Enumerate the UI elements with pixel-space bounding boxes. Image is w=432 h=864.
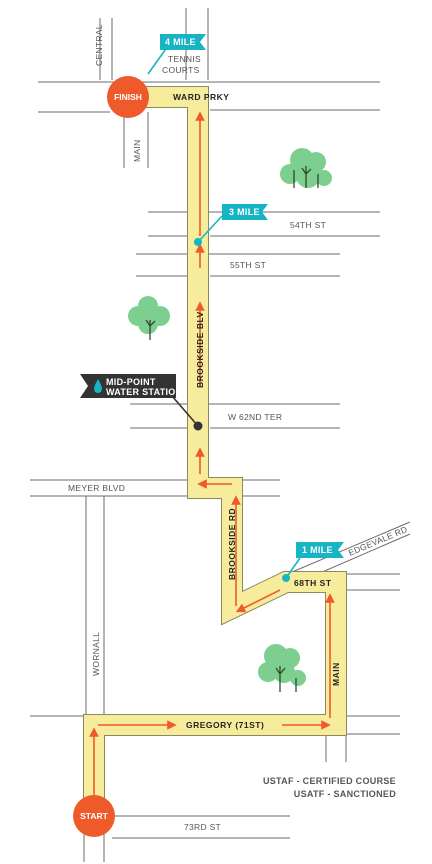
street-label-brookside-rd: BROOKSIDE RD	[227, 508, 237, 580]
street-label-wornall: WORNALL	[91, 632, 101, 676]
mile-marker-4: 4 MILE	[147, 34, 206, 75]
street-label-main-north: MAIN	[132, 140, 142, 162]
certification-line-2: USATF - SANCTIONED	[294, 789, 396, 799]
mile-1-label: 1 MILE	[302, 545, 333, 555]
finish-label: FINISH	[114, 92, 142, 102]
street-label-main-south: MAIN	[331, 662, 341, 686]
flag-icon	[296, 542, 344, 558]
tree-icon	[258, 644, 306, 692]
tree-icon	[280, 148, 332, 188]
start-marker: START	[73, 795, 115, 837]
tennis-courts-line: COURTS	[162, 65, 200, 75]
flag-icon	[160, 34, 206, 50]
street-label-ward-prky: WARD PRKY	[173, 92, 229, 102]
tennis-courts-line: TENNIS	[168, 54, 201, 64]
mile-marker-3: 3 MILE	[194, 204, 268, 246]
street-label-central: CENTRAL	[94, 24, 104, 66]
street-label-meyer-blvd: MEYER BLVD	[68, 483, 125, 493]
street-label-68th: 68TH ST	[294, 578, 332, 588]
water-station-line2: WATER STATION	[106, 387, 182, 397]
mile-3-label: 3 MILE	[229, 207, 260, 217]
street-label-edgevale-rd: EDGEVALE RD	[347, 524, 409, 558]
route-arrow	[235, 589, 281, 613]
street-label-brookside-blv: BROOKSIDE BLV	[195, 311, 205, 388]
certification-note: USTAF - CERTIFIED COURSE USATF - SANCTIO…	[263, 776, 396, 799]
water-drop-icon	[94, 379, 102, 393]
street-label-gregory: GREGORY (71ST)	[186, 720, 264, 730]
route-band	[83, 86, 347, 816]
water-station-marker: MID-POINT WATER STATION	[80, 374, 203, 431]
finish-marker: FINISH	[107, 76, 149, 118]
street-label-54th: 54TH ST	[290, 220, 326, 230]
flag-icon	[222, 204, 268, 220]
route-arrows	[89, 111, 335, 812]
mile-4-label: 4 MILE	[165, 37, 196, 47]
street-label-73rd: 73RD ST	[184, 822, 221, 832]
street-label-tennis-courts: TENNIS COURTS	[162, 54, 204, 75]
water-station-label: MID-POINT WATER STATION	[106, 377, 182, 397]
water-station-line1: MID-POINT	[106, 377, 156, 387]
start-label: START	[80, 811, 109, 821]
certification-line-1: USTAF - CERTIFIED COURSE	[263, 776, 396, 786]
street-label-w-62nd-ter: W 62ND TER	[228, 412, 282, 422]
tree-icon	[128, 296, 170, 340]
street-label-55th: 55TH ST	[230, 260, 266, 270]
mile-marker-1: 1 MILE	[282, 542, 344, 582]
